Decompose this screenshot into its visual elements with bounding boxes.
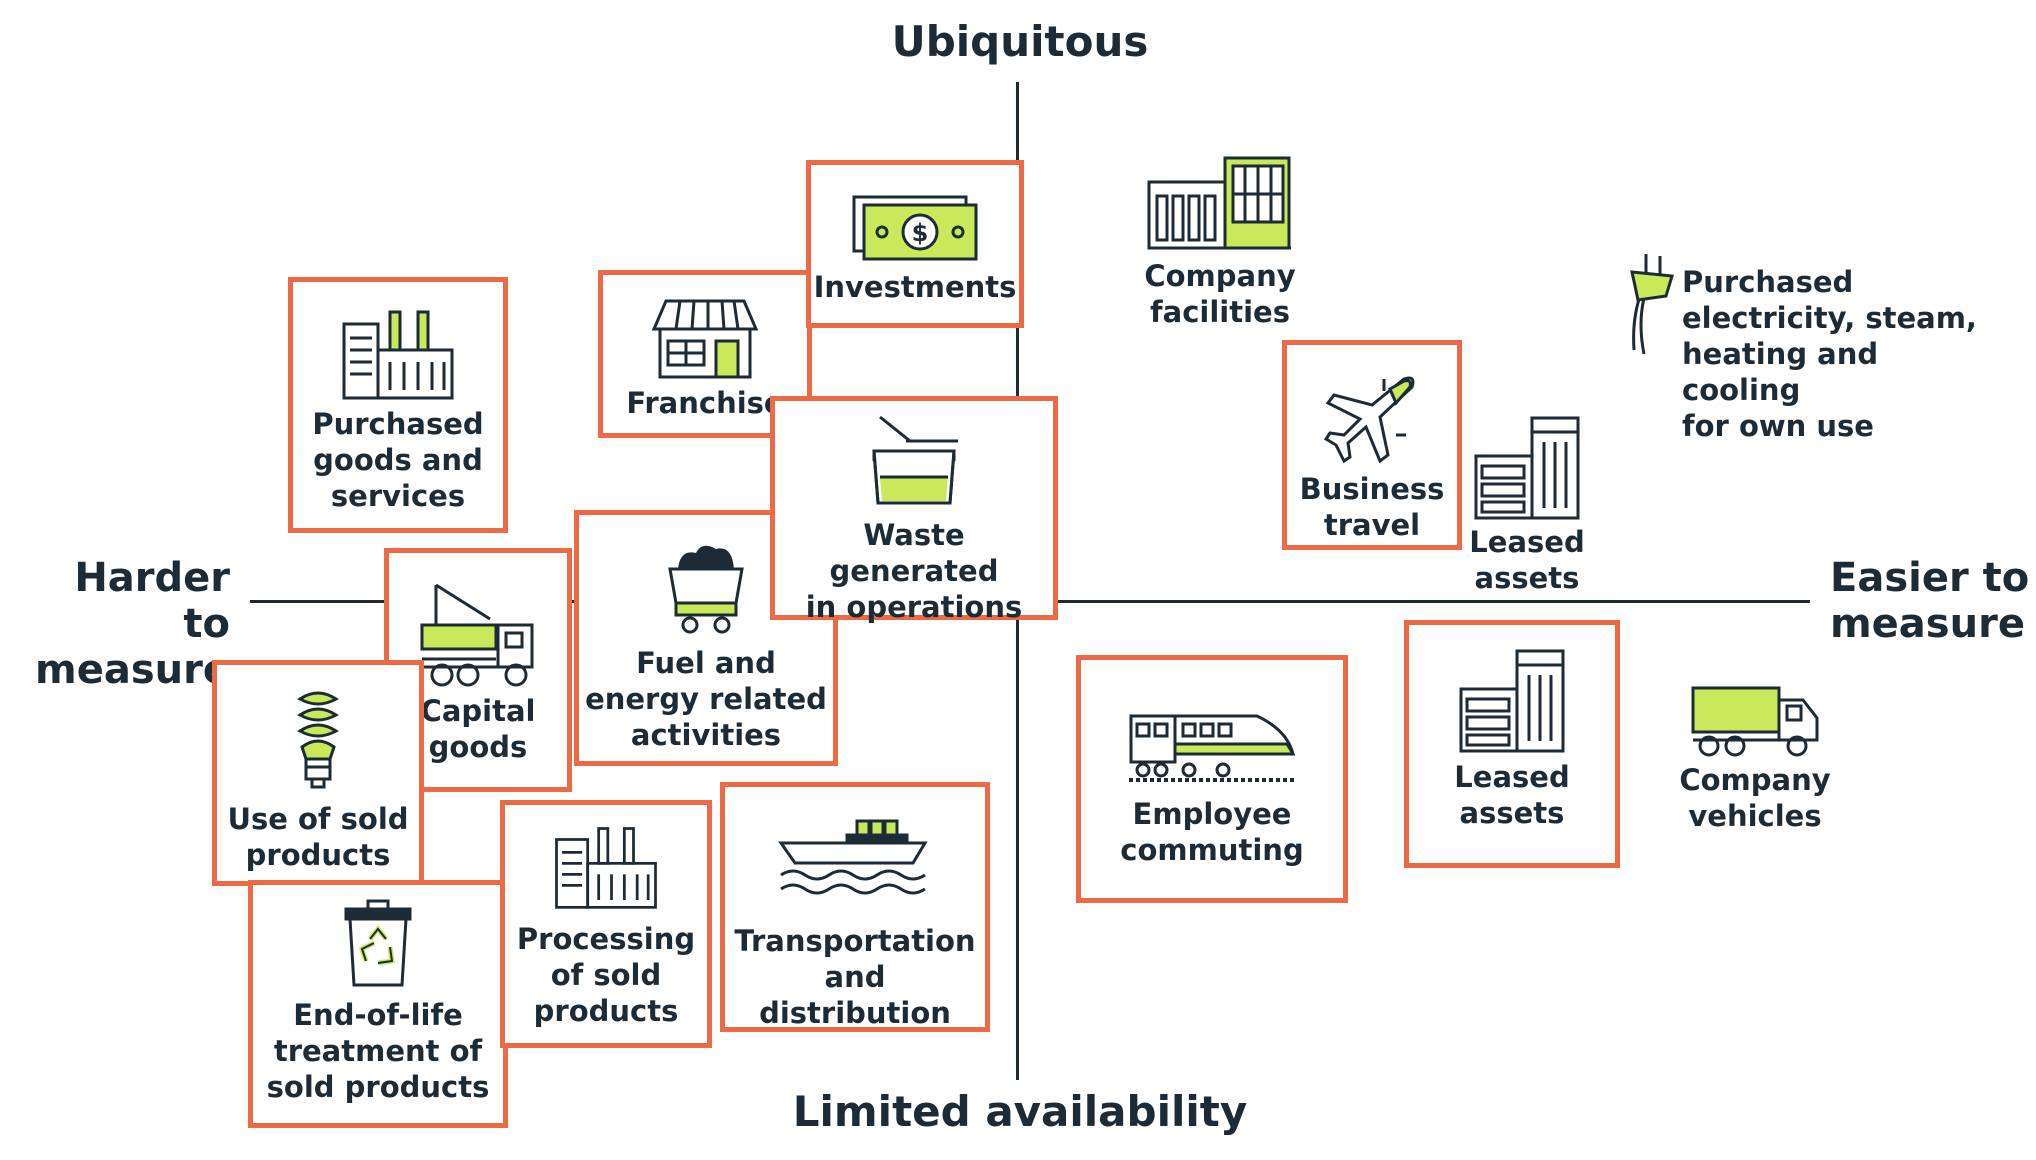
label-leased-assets-upper: Leased assets bbox=[1469, 525, 1585, 595]
axis-label-left: Harder to measure bbox=[35, 555, 230, 693]
train-icon bbox=[1129, 714, 1296, 782]
ship-icon bbox=[778, 819, 928, 895]
category-leased-assets-upper: Leased assets bbox=[1462, 412, 1592, 596]
dumpster-icon bbox=[872, 415, 958, 505]
office-building-icon bbox=[1459, 649, 1565, 753]
label-company-facilities: Company facilities bbox=[1144, 259, 1296, 329]
coal-cart-icon bbox=[668, 545, 744, 634]
label-capital-goods: Capital goods bbox=[420, 694, 536, 764]
category-leased-assets-lower: Leased assets bbox=[1404, 620, 1620, 868]
airplane-icon bbox=[1324, 376, 1415, 464]
category-company-facilities: Company facilities bbox=[1120, 152, 1320, 330]
category-business-travel: Business travel bbox=[1282, 340, 1462, 550]
storefront-icon bbox=[651, 299, 759, 379]
category-employee-commuting: Employee commuting bbox=[1076, 655, 1348, 903]
label-purchased-electricity: Purchased electricity, steam, heating an… bbox=[1682, 265, 1977, 443]
label-employee-commuting: Employee commuting bbox=[1120, 797, 1304, 867]
label-end-of-life: End-of-life treatment of sold products bbox=[266, 998, 490, 1104]
axis-label-top: Ubiquitous bbox=[891, 17, 1149, 66]
axis-label-bottom: Limited availability bbox=[792, 1087, 1248, 1136]
money-icon: $ bbox=[852, 195, 978, 261]
recycle-bin-icon bbox=[344, 899, 412, 987]
label-investments: Investments bbox=[813, 270, 1017, 304]
label-purchased-goods: Purchased goods and services bbox=[312, 407, 484, 513]
buildings-icon bbox=[1147, 156, 1291, 250]
svg-text:$: $ bbox=[912, 219, 929, 247]
label-company-vehicles: Company vehicles bbox=[1679, 763, 1831, 833]
category-purchased-goods: Purchased goods and services bbox=[288, 277, 508, 533]
label-leased-assets-lower: Leased assets bbox=[1454, 760, 1570, 830]
category-transport: Transportation and distribution bbox=[720, 782, 990, 1032]
label-business-travel: Business travel bbox=[1299, 472, 1445, 542]
label-fuel-energy: Fuel and energy related activities bbox=[585, 646, 827, 752]
category-franchise: Franchise bbox=[598, 270, 812, 438]
label-transport: Transportation and distribution bbox=[734, 924, 976, 1030]
crane-truck-icon bbox=[420, 583, 534, 687]
category-purchased-electricity: Purchased electricity, steam, heating an… bbox=[1618, 250, 1998, 443]
label-franchise: Franchise bbox=[626, 386, 784, 420]
label-use-sold: Use of sold products bbox=[227, 802, 409, 872]
lightbulb-icon bbox=[297, 691, 339, 789]
truck-icon bbox=[1691, 686, 1819, 757]
category-processing: Processing of sold products bbox=[500, 800, 712, 1048]
category-use-sold: Use of sold products bbox=[212, 660, 424, 886]
category-end-of-life: End-of-life treatment of sold products bbox=[248, 880, 508, 1128]
factory-icon bbox=[555, 827, 657, 909]
category-waste: Waste generated in operations bbox=[770, 396, 1058, 624]
category-company-vehicles: Company vehicles bbox=[1670, 682, 1840, 834]
office-building-icon bbox=[1474, 416, 1580, 520]
label-waste: Waste generated in operations bbox=[805, 518, 1023, 624]
label-processing: Processing of sold products bbox=[516, 922, 696, 1028]
axis-label-right: Easier to measure bbox=[1830, 555, 2030, 647]
plug-icon bbox=[1630, 254, 1674, 355]
factory-icon bbox=[342, 310, 454, 400]
category-investments: $ Investments bbox=[806, 160, 1024, 328]
